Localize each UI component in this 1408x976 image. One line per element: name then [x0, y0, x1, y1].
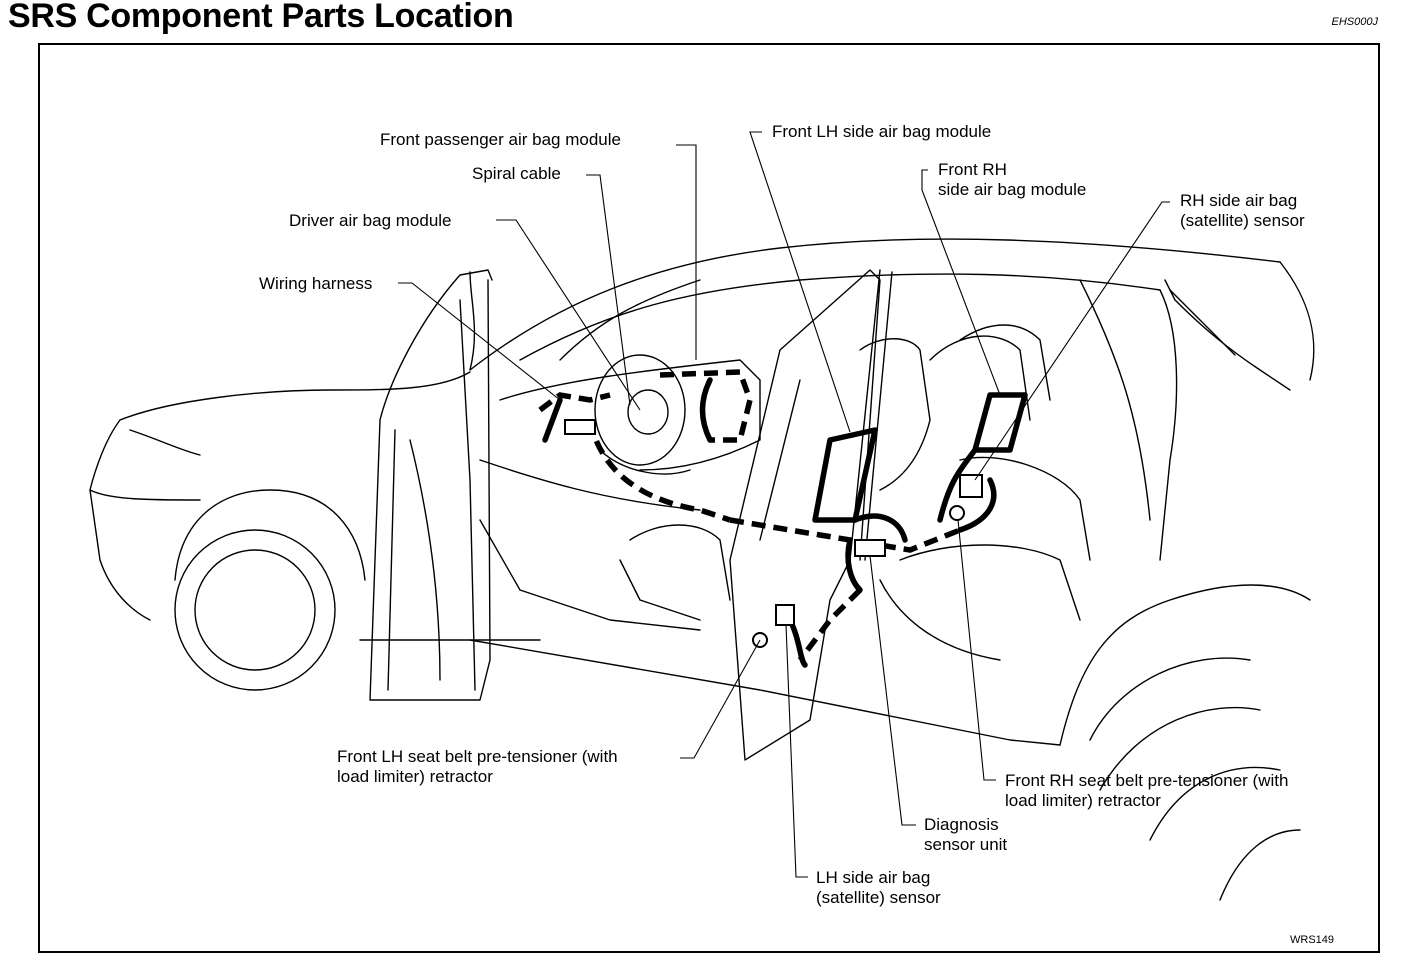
diagnosis-sensor-unit-icon — [854, 539, 886, 557]
figure-code: WRS149 — [1290, 934, 1335, 946]
diagram-frame — [38, 43, 1380, 953]
label-front-lh-seat-belt-pretensioner: Front LH seat belt pre-tensioner (with l… — [337, 747, 618, 786]
lh-satellite-sensor-icon — [775, 604, 795, 626]
label-front-rh-seat-belt-pretensioner: Front RH seat belt pre-tensioner (with l… — [1005, 771, 1289, 810]
label-front-passenger-air-bag-module: Front passenger air bag module — [380, 130, 621, 149]
label-lh-side-air-bag-sensor: LH side air bag (satellite) sensor — [816, 868, 941, 907]
label-diagnosis-sensor-unit: Diagnosis sensor unit — [924, 815, 1008, 854]
label-wiring-harness: Wiring harness — [259, 274, 373, 293]
label-driver-air-bag-module: Driver air bag module — [289, 211, 452, 230]
label-front-lh-side-air-bag-module: Front LH side air bag module — [772, 122, 992, 141]
label-rh-side-air-bag-sensor: RH side air bag (satellite) sensor — [1180, 191, 1305, 230]
page-title: SRS Component Parts Location — [8, 0, 514, 35]
leader-lines — [398, 131, 1170, 878]
rh-satellite-sensor-icon — [959, 474, 983, 498]
car-body-outline — [89, 238, 1315, 901]
sensor-components — [564, 419, 983, 648]
rh-pretensioner-icon — [949, 505, 965, 521]
document-code: EHS000J — [1331, 16, 1378, 28]
label-front-rh-side-air-bag-module: Front RH side air bag module — [938, 160, 1087, 199]
label-spiral-cable: Spiral cable — [472, 164, 561, 183]
